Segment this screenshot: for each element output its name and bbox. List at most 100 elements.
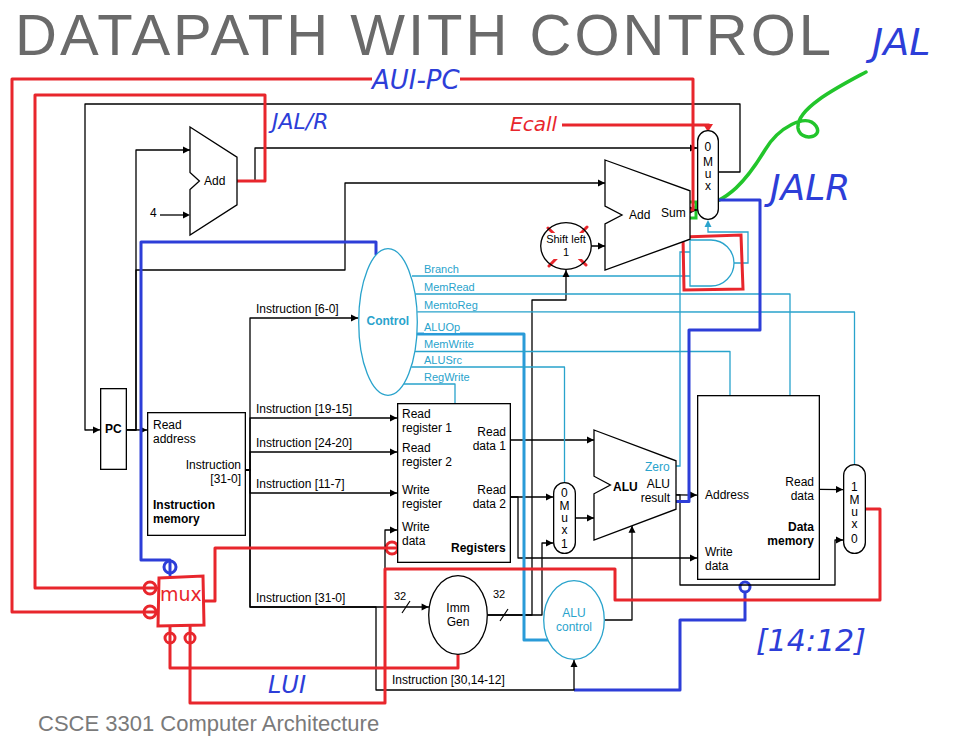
connector-line (246, 452, 397, 470)
node-shape (844, 465, 866, 554)
data-memory: Address Read dataWrite data Data memory (697, 395, 820, 580)
node-text: 1 (851, 480, 858, 494)
node-text: Read data 2 (460, 483, 506, 511)
wire-label: Instruction [11-7] (256, 478, 345, 491)
alu-control: ALU control (543, 580, 605, 660)
connector (246, 449, 397, 471)
connector (605, 526, 636, 620)
node-text: Instruction memory (153, 498, 241, 526)
node-text: Address (705, 488, 749, 502)
connector-line (35, 95, 265, 588)
node-text: ALU result (632, 477, 670, 505)
connector (141, 242, 376, 575)
arrow-head (390, 527, 397, 534)
node-text: Shift left 1 (546, 233, 586, 259)
node-shape (554, 483, 576, 554)
pc-adder: Add (190, 127, 237, 235)
node-text: Read data 1 (460, 425, 506, 453)
wire-label: Instruction [19-15] (256, 403, 352, 416)
node-shape (605, 160, 690, 270)
node-text: Read register 1 (402, 407, 462, 435)
alu-src-mux: 0Mux1 (553, 482, 576, 554)
node-text: Write data (705, 545, 747, 573)
node-text: 1 (561, 537, 568, 551)
handwritten-note: JAL (872, 22, 930, 64)
node-shape (429, 576, 488, 655)
arrow-head (705, 220, 712, 227)
alu-unit: ZeroALUALU result (594, 430, 676, 540)
slide-title: DATAPATH WITH CONTROL (15, 6, 834, 64)
node-text: Mux (702, 156, 714, 192)
connector-line (246, 318, 358, 470)
signal-name: ALUOp (424, 321, 460, 333)
connector (246, 470, 578, 690)
connector-line (605, 526, 632, 620)
node-text: Add (629, 208, 650, 222)
shift-unit: Shift left 1 (540, 222, 592, 270)
connector (246, 315, 358, 471)
arrow-head (690, 492, 697, 499)
node-shape (698, 396, 820, 580)
branch-adder: AddSum (605, 160, 690, 270)
node-text: Mux (559, 500, 571, 536)
node-text: Data memory (758, 520, 814, 548)
node-shape (541, 223, 592, 270)
node-shape (698, 131, 719, 220)
arrow-head (93, 426, 100, 433)
handwritten-note: LUI (268, 672, 306, 698)
connector (576, 515, 594, 522)
node-text: Read data (774, 475, 814, 503)
connector (35, 95, 265, 588)
node-text: Registers (451, 541, 506, 555)
hand-circle (740, 582, 750, 592)
arrow-head (587, 437, 594, 444)
node-text: 0 (561, 486, 568, 500)
node-outline (157, 575, 205, 627)
arrow-head (390, 449, 397, 456)
handwritten-note: JAL/R (272, 110, 329, 134)
arrow-head (598, 180, 605, 187)
node-text: Instruction [31-0] (171, 458, 241, 486)
constant-wire (160, 214, 184, 215)
arrow-head (546, 494, 553, 501)
node-shape (158, 576, 204, 626)
memtoreg-mux: 1Mux0 (843, 464, 866, 554)
arrow-head (183, 212, 190, 219)
connector (404, 384, 455, 403)
pc-mux: 0Mux (697, 130, 719, 220)
signal-name: RegWrite (424, 371, 470, 383)
signal-name: MemRead (424, 281, 475, 293)
node-text: Imm Gen (436, 601, 480, 629)
connector (12, 79, 693, 612)
connector (170, 627, 458, 668)
node-text: ALU control (549, 606, 599, 634)
signal-name: MemWrite (424, 338, 474, 350)
node-text: mux (160, 587, 202, 601)
connector-line (12, 79, 693, 612)
connector (246, 415, 397, 471)
node-text: Read address (153, 418, 209, 446)
node-shape (398, 404, 511, 563)
node-text: Add (204, 174, 225, 188)
arrow-head (351, 315, 358, 322)
footer-text: CSCE 3301 Computer Architecture (38, 712, 379, 736)
signal-name: ALUSrc (424, 354, 462, 366)
connector-line (416, 294, 790, 395)
connector-line (190, 509, 880, 703)
branch-signal-wire (412, 275, 690, 276)
control-unit: Control (358, 248, 418, 396)
handwritten-note: [14:12] (756, 624, 866, 657)
connector-line (246, 418, 397, 470)
node-shape (544, 581, 605, 660)
bus-width: 32 (493, 588, 505, 600)
connector (592, 243, 605, 250)
node-shape (594, 430, 676, 540)
node-text: Mux (849, 494, 861, 530)
node-shape (190, 127, 237, 235)
node-text: Write register (402, 483, 452, 511)
arrow-head (422, 604, 429, 611)
node-shape (148, 413, 246, 536)
arrow-head (563, 270, 570, 277)
connector (820, 486, 843, 493)
node-text: 0 (705, 140, 712, 154)
